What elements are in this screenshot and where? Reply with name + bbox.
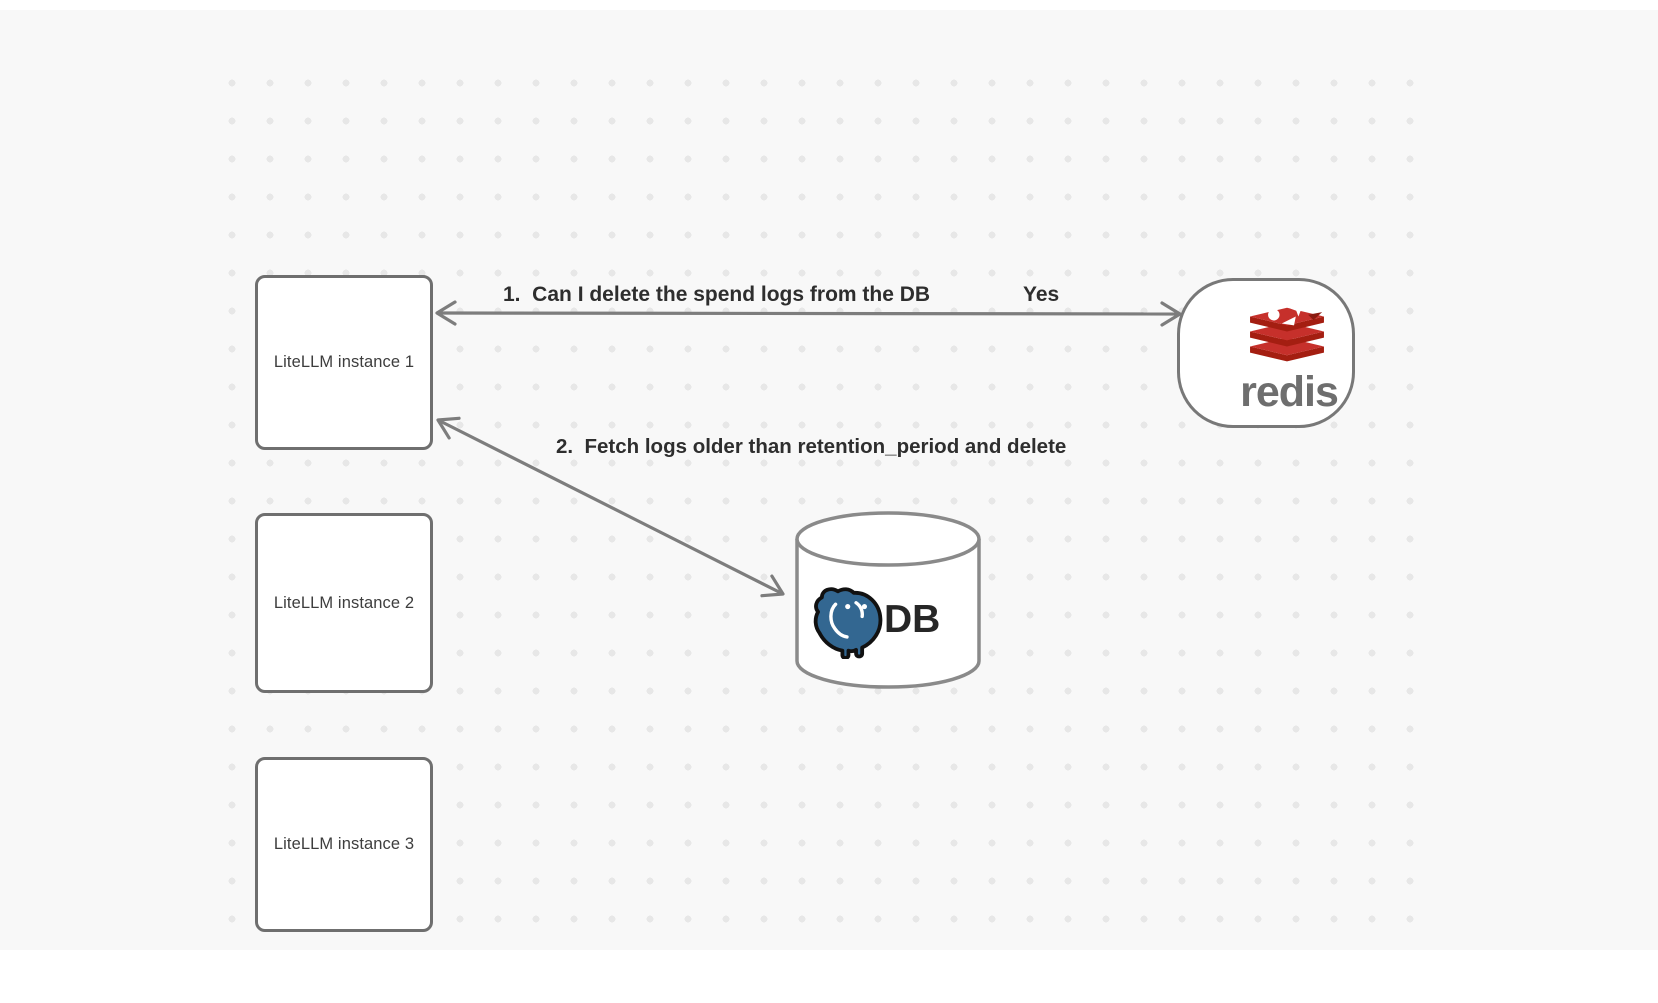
postgres-elephant-icon [813, 587, 883, 659]
litellm-instance-2-label: LiteLLM instance 2 [273, 593, 415, 612]
edge2-step-label: 2. Fetch logs older than retention_perio… [556, 435, 1067, 458]
redis-wordmark: redis [1240, 368, 1339, 416]
litellm-instance-3-label: LiteLLM instance 3 [273, 835, 415, 853]
edge1-step-label: 1. Can I delete the spend logs from the … [503, 283, 931, 306]
redis-node: redis [1177, 278, 1355, 428]
litellm-instance-2-node: LiteLLM instance 2 [255, 513, 433, 693]
litellm-instance-3-node: LiteLLM instance 3 [255, 757, 433, 932]
database-label: DB [884, 598, 941, 641]
edge1-reply-label: Yes [1023, 283, 1060, 306]
litellm-instance-1-label: LiteLLM instance 1 [273, 353, 415, 371]
litellm-instance-1-node: LiteLLM instance 1 [255, 275, 433, 450]
redis-logo-icon [1250, 300, 1324, 362]
